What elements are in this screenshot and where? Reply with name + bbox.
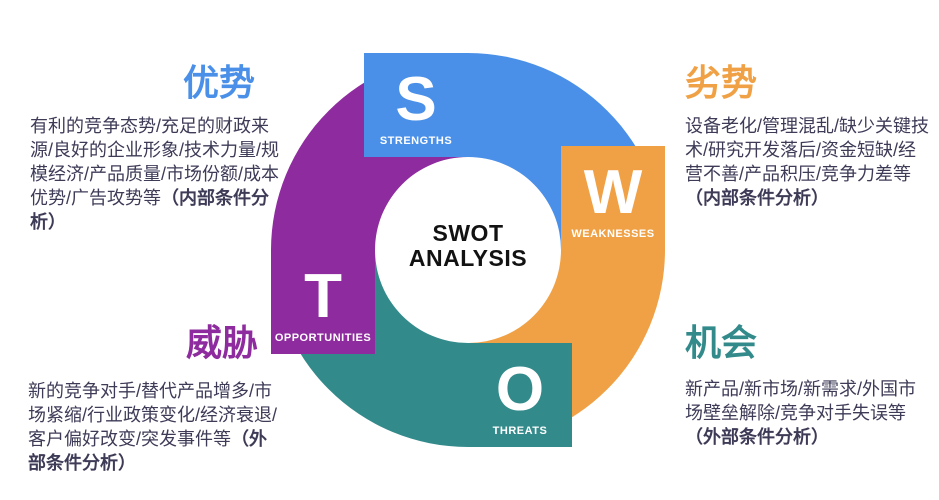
opportunities-body-regular: 新产品/新市场/新需求/外国市场壁垒解除/竞争对手失误等 [685, 379, 917, 423]
opportunities-body: 新产品/新市场/新需求/外国市场壁垒解除/竞争对手失误等 （外部条件分析） [685, 377, 931, 449]
ring-tab-s-letter: S [395, 65, 437, 134]
ring-tab-s: S STRENGTHS [364, 53, 468, 157]
center-title-line1: SWOT [432, 220, 504, 246]
ring-tab-w-caption: WEAKNESSES [571, 228, 655, 240]
strengths-body: 有利的竞争态势/充足的财政来源/良好的企业形象/技术力量/规模经济/产品质量/市… [30, 114, 280, 234]
threats-body-regular: 新的竞争对手/替代产品增多/市场紧缩/行业政策变化/经济衰退/客户偏好改变/突发… [28, 381, 278, 449]
ring-tab-t: T OPPORTUNITIES [271, 250, 375, 354]
threats-body: 新的竞争对手/替代产品增多/市场紧缩/行业政策变化/经济衰退/客户偏好改变/突发… [28, 379, 278, 475]
ring-tab-o-letter: O [495, 355, 545, 424]
strengths-body-regular: 有利的竞争态势/充足的财政来源/良好的企业形象/技术力量/规模经济/产品质量/市… [30, 116, 280, 208]
ring-tab-o-caption: THREATS [492, 425, 548, 437]
opportunities-heading: 机会 [685, 322, 758, 363]
threats-body-bold: （外部条件分析） [28, 429, 267, 473]
opportunities-body-bold: （外部条件分析） [685, 427, 829, 447]
weaknesses-body: 设备老化/管理混乱/缺少关键技术/研究开发落后/资金短缺/经营不善/产品积压/竞… [685, 114, 931, 210]
ring-tab-w: W WEAKNESSES [561, 146, 665, 250]
weaknesses-body-regular: 设备老化/管理混乱/缺少关键技术/研究开发落后/资金短缺/经营不善/产品积压/竞… [685, 116, 930, 184]
weaknesses-heading: 劣势 [685, 62, 758, 103]
threats-heading: 威胁 [185, 322, 258, 363]
strengths-heading: 优势 [182, 62, 255, 103]
ring-tab-o: O THREATS [468, 343, 572, 447]
ring-tab-w-letter: W [583, 158, 643, 227]
ring-tab-s-caption: STRENGTHS [379, 135, 453, 147]
ring-tab-t-caption: OPPORTUNITIES [274, 332, 372, 344]
weaknesses-body-bold: （内部条件分析） [685, 188, 829, 208]
strengths-body-bold: （内部条件分析） [30, 188, 270, 232]
ring-tab-t-letter: T [304, 262, 342, 331]
center-title: SWOT ANALYSIS [348, 221, 588, 271]
center-title-line2: ANALYSIS [408, 245, 528, 271]
